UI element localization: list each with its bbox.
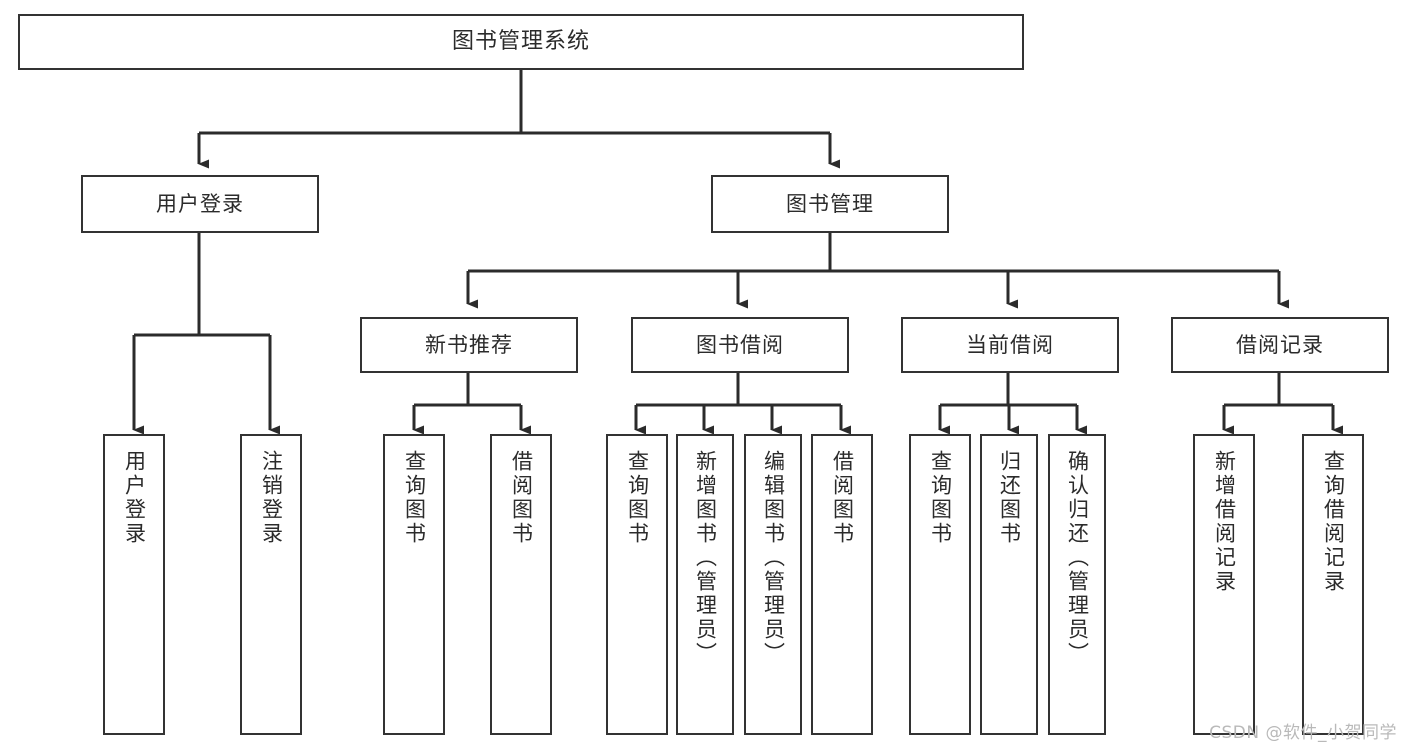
node-label: 查询借阅记录 [1321, 450, 1346, 594]
node-book-management[interactable]: 图书管理 [711, 175, 949, 233]
node-label: 借阅记录 [1236, 332, 1324, 357]
leaf-edit-book-admin[interactable]: 编辑图书（管理员） [744, 434, 802, 735]
watermark-text: CSDN @软件_小贺同学 [1209, 723, 1397, 743]
leaf-user-login[interactable]: 用户登录 [103, 434, 165, 735]
node-label: 归还图书 [997, 450, 1022, 546]
node-label: 编辑图书（管理员） [761, 450, 786, 666]
node-label: 借阅图书 [509, 450, 534, 546]
node-new-book-recommendation[interactable]: 新书推荐 [360, 317, 578, 373]
node-label: 查询图书 [625, 450, 650, 546]
node-label: 查询图书 [402, 450, 427, 546]
node-user-login[interactable]: 用户登录 [81, 175, 319, 233]
node-label: 图书借阅 [696, 332, 784, 357]
node-label: 查询图书 [928, 450, 953, 546]
node-label: 图书管理系统 [451, 29, 590, 55]
node-label: 确认归还（管理员） [1065, 450, 1090, 666]
leaf-borrow-book-borrowing[interactable]: 借阅图书 [811, 434, 873, 735]
node-label: 新增借阅记录 [1212, 450, 1237, 594]
leaf-query-book-current[interactable]: 查询图书 [909, 434, 971, 735]
leaf-logout[interactable]: 注销登录 [240, 434, 302, 735]
node-current-borrowing[interactable]: 当前借阅 [901, 317, 1119, 373]
node-label: 用户登录 [156, 191, 244, 216]
leaf-query-book-borrowing[interactable]: 查询图书 [606, 434, 668, 735]
leaf-add-borrowing-record[interactable]: 新增借阅记录 [1193, 434, 1255, 735]
node-label: 用户登录 [122, 450, 147, 546]
node-root-book-management-system[interactable]: 图书管理系统 [18, 14, 1024, 70]
node-label: 新书推荐 [425, 332, 513, 357]
leaf-return-book[interactable]: 归还图书 [980, 434, 1038, 735]
leaf-query-borrowing-record[interactable]: 查询借阅记录 [1302, 434, 1364, 735]
node-label: 借阅图书 [830, 450, 855, 546]
node-label: 图书管理 [786, 191, 874, 216]
node-book-borrowing[interactable]: 图书借阅 [631, 317, 849, 373]
leaf-confirm-return-admin[interactable]: 确认归还（管理员） [1048, 434, 1106, 735]
leaf-borrow-book-new-book[interactable]: 借阅图书 [490, 434, 552, 735]
leaf-query-book-new-book[interactable]: 查询图书 [383, 434, 445, 735]
node-label: 当前借阅 [966, 332, 1054, 357]
node-borrowing-record[interactable]: 借阅记录 [1171, 317, 1389, 373]
node-label: 注销登录 [259, 450, 284, 546]
leaf-add-book-admin[interactable]: 新增图书（管理员） [676, 434, 734, 735]
node-label: 新增图书（管理员） [693, 450, 718, 666]
